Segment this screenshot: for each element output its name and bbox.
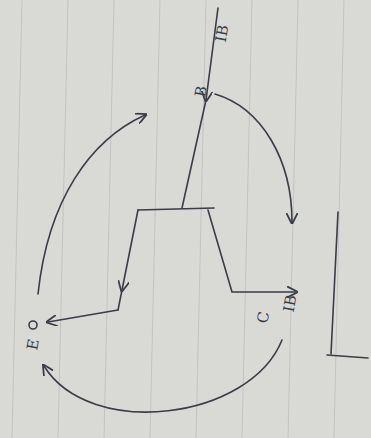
transistor-bar xyxy=(138,208,214,210)
curved-arrow xyxy=(38,115,145,294)
terminal-circle xyxy=(29,321,37,329)
curved-arrow xyxy=(44,340,282,412)
base-wire xyxy=(182,100,206,208)
terminal-label: B xyxy=(193,85,210,98)
current-label: IB xyxy=(214,24,232,43)
terminal-label: C xyxy=(255,311,272,325)
pen-stroke xyxy=(327,355,368,358)
collector-wire xyxy=(208,210,296,292)
emitter-wire xyxy=(48,310,118,322)
curved-arrow xyxy=(215,94,292,222)
paper-rule xyxy=(12,0,344,438)
emitter-wire xyxy=(118,290,122,310)
emitter-wire xyxy=(122,210,138,290)
terminal-label: E xyxy=(25,338,42,351)
pen-stroke xyxy=(331,212,338,354)
current-label: IB xyxy=(282,294,300,313)
